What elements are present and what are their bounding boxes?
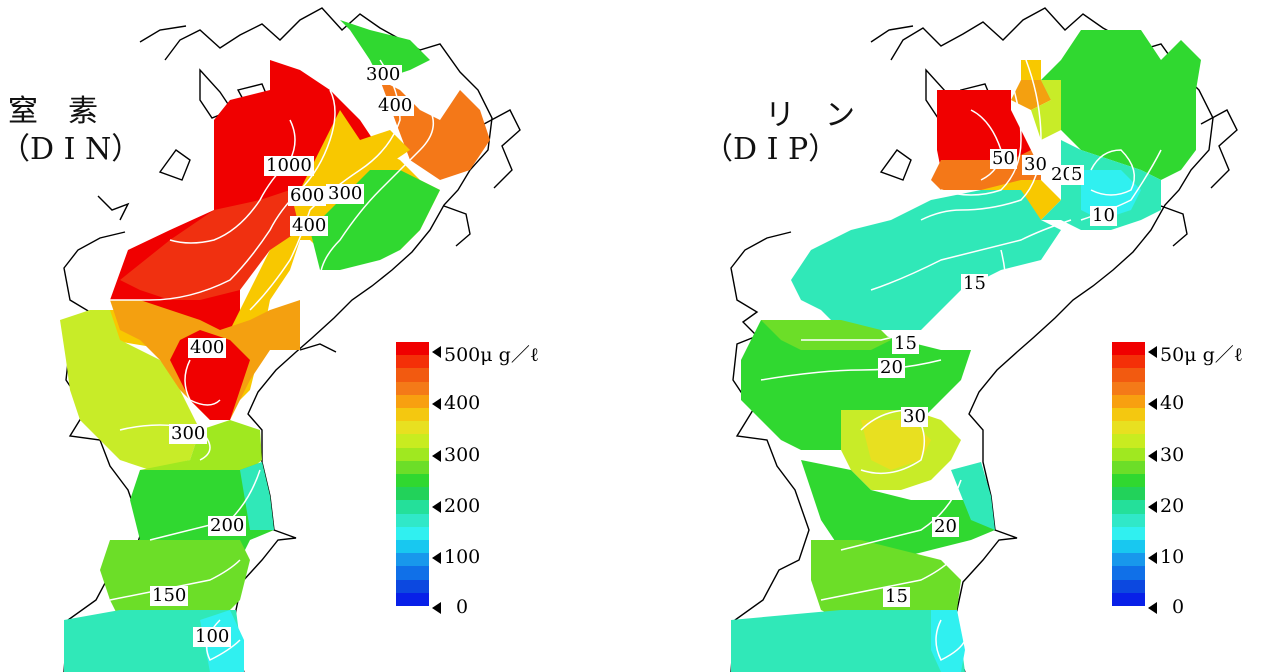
legend-color-step (396, 342, 429, 356)
legend-color-step (1112, 460, 1145, 475)
dip-contour-label: 30 (1022, 154, 1049, 175)
dip-contour-label: 15 (883, 586, 910, 607)
din-legend-tick-arrow (432, 398, 441, 410)
legend-color-step (1112, 592, 1145, 607)
legend-color-step (396, 579, 429, 594)
legend-color-step (396, 394, 429, 409)
legend-color-step (1112, 342, 1145, 356)
legend-color-step (396, 368, 429, 383)
legend-color-step (396, 421, 429, 435)
dip-legend-tick-arrow (1148, 552, 1157, 564)
din-contour-label: 100 (193, 626, 232, 647)
dip-legend-tick-arrow (1148, 398, 1157, 410)
din-contour-label: 300 (169, 423, 208, 444)
din-legend-tick-arrow (432, 552, 441, 564)
din-contour-label: 600 (288, 185, 327, 206)
legend-color-step (396, 592, 429, 607)
legend-color-step (1112, 500, 1145, 515)
din-contour-label: 300 (326, 183, 365, 204)
din-color-legend (396, 342, 429, 610)
din-title-line1: 窒 素 (8, 94, 98, 129)
legend-color-step (396, 408, 429, 422)
din-legend-colorbar (396, 342, 429, 607)
legend-color-step (1112, 447, 1145, 462)
legend-color-step (1112, 540, 1145, 554)
legend-color-step (396, 513, 429, 528)
din-contour-label: 400 (290, 215, 329, 236)
dip-contour-label: 20 (878, 357, 905, 378)
legend-color-step (1112, 526, 1145, 541)
dip-legend-tick-label: 10 (1160, 546, 1185, 568)
dip-legend-colorbar (1112, 342, 1145, 607)
dip-legend-tick-arrow (1148, 501, 1157, 513)
legend-color-step (1112, 566, 1145, 581)
din-coastline (63, 7, 521, 672)
din-contour-label: 200 (208, 515, 247, 536)
din-legend-tick-label: 400 (444, 392, 481, 414)
legend-color-step (1112, 381, 1145, 396)
din-legend-tick-arrow (432, 450, 441, 462)
legend-color-step (1112, 421, 1145, 435)
din-legend-tick-label: 500μ g／ℓ (444, 344, 539, 366)
legend-color-step (396, 447, 429, 462)
legend-color-step (396, 434, 429, 449)
legend-color-step (1112, 408, 1145, 422)
dip-contour-label: 5 (1069, 164, 1085, 185)
legend-color-step (1112, 434, 1145, 449)
din-contour-label: 1000 (264, 155, 314, 176)
dip-legend-tick-label: 20 (1160, 495, 1185, 517)
dip-legend-tick-arrow (1148, 602, 1157, 614)
dip-contour-label: 15 (892, 333, 919, 354)
legend-color-step (1112, 553, 1145, 567)
din-concentration-map (60, 7, 521, 672)
din-legend-tick-arrow (432, 501, 441, 513)
dip-contour-label: 20 (932, 516, 959, 537)
dip-legend-tick-label: 0 (1172, 596, 1185, 618)
dip-legend-tick-label: 30 (1160, 444, 1185, 466)
dip-contour-label: 30 (901, 406, 928, 427)
legend-color-step (396, 355, 429, 369)
legend-color-step (396, 566, 429, 581)
legend-color-step (1112, 368, 1145, 383)
din-legend-tick-label: 100 (444, 546, 481, 568)
legend-color-step (396, 553, 429, 567)
legend-color-step (396, 487, 429, 501)
legend-color-step (396, 540, 429, 554)
legend-color-step (1112, 579, 1145, 594)
dip-color-legend (1112, 342, 1145, 610)
din-legend-tick-label: 200 (444, 495, 481, 517)
dip-legend-tick-arrow (1148, 450, 1157, 462)
dip-title-line1: リ ン (765, 98, 855, 133)
legend-color-step (1112, 355, 1145, 369)
din-contour-label: 400 (376, 95, 415, 116)
din-legend-tick-arrow (432, 602, 441, 614)
din-map-panel: 窒 素 （D I N） (0, 7, 539, 672)
dip-contour-label: 50 (990, 148, 1017, 169)
legend-color-step (396, 474, 429, 488)
din-contour-label: 300 (364, 64, 403, 85)
legend-color-step (396, 381, 429, 396)
legend-color-step (396, 460, 429, 475)
dip-title-line2: （D I P） (703, 132, 839, 167)
dip-contour-label: 10 (1090, 205, 1117, 226)
legend-color-step (1112, 487, 1145, 501)
din-title-line2: （D I N） (0, 132, 142, 167)
dip-map-panel: リ ン （D I P） (641, 0, 1282, 672)
legend-color-step (396, 526, 429, 541)
dip-legend-tick-label: 40 (1160, 392, 1185, 414)
dip-contour-label: 15 (961, 273, 988, 294)
din-legend-tick-label: 0 (456, 596, 469, 618)
din-legend-tick-arrow (432, 346, 441, 358)
dip-legend-tick-arrow (1148, 346, 1157, 358)
din-legend-tick-label: 300 (444, 444, 481, 466)
dip-concentration-map (730, 7, 1238, 672)
din-contour-label: 150 (150, 585, 189, 606)
legend-color-step (1112, 513, 1145, 528)
din-contour-label: 400 (188, 337, 227, 358)
legend-color-step (396, 500, 429, 515)
legend-color-step (1112, 394, 1145, 409)
legend-color-step (1112, 474, 1145, 488)
dip-legend-tick-label: 50μ g／ℓ (1160, 344, 1243, 366)
